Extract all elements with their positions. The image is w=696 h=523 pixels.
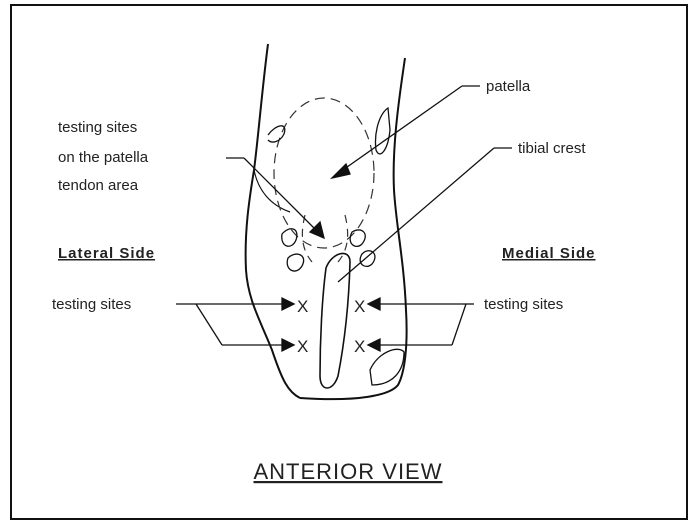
patella-tendon-arrow-line [244, 158, 318, 232]
testing-sites-patella-label-line1: testing sites [58, 119, 137, 136]
leg-outline-inner-curve [254, 170, 290, 212]
view-title: ANTERIOR VIEW [253, 459, 442, 484]
right-bracket-diagonal [452, 304, 466, 345]
testing-sites-medial-label: testing sites [484, 296, 563, 313]
testing-site-mark-medial-upper: X [354, 297, 365, 316]
testing-site-mark-lateral-lower: X [297, 337, 308, 356]
left-knee-blob-2 [287, 254, 303, 271]
patella-tendon-arrowhead [310, 222, 324, 238]
patella-label: patella [486, 78, 531, 95]
patella-arrowhead [332, 164, 350, 178]
right-upper-bump [376, 108, 391, 154]
left-upper-bump [268, 126, 285, 142]
medial-side-heading: Medial Side [502, 245, 596, 262]
patella-outline [274, 98, 374, 248]
patella-arrow-line [340, 86, 462, 172]
tibial-crest-arrow-line [338, 148, 494, 282]
left-upper-arrowhead [282, 298, 294, 310]
testing-site-mark-lateral-upper: X [297, 297, 308, 316]
testing-sites-patella-label-line2: on the patella [58, 149, 149, 166]
left-bracket-diagonal [196, 304, 222, 345]
left-lower-arrowhead [282, 339, 294, 351]
testing-sites-lateral-label: testing sites [52, 296, 131, 313]
right-knee-blob-2 [360, 251, 375, 267]
right-knee-blob-1 [350, 230, 365, 246]
bottom-right-blob [370, 349, 404, 385]
tibial-crest-label: tibial crest [518, 140, 586, 157]
testing-site-mark-medial-lower: X [354, 337, 365, 356]
right-upper-arrowhead [368, 298, 380, 310]
tibial-crest-shape [320, 253, 350, 388]
lateral-side-heading: Lateral Side [58, 245, 155, 262]
right-lower-arrowhead [368, 339, 380, 351]
testing-sites-patella-label-line3: tendon area [58, 177, 139, 194]
left-knee-blob-1 [282, 229, 297, 246]
